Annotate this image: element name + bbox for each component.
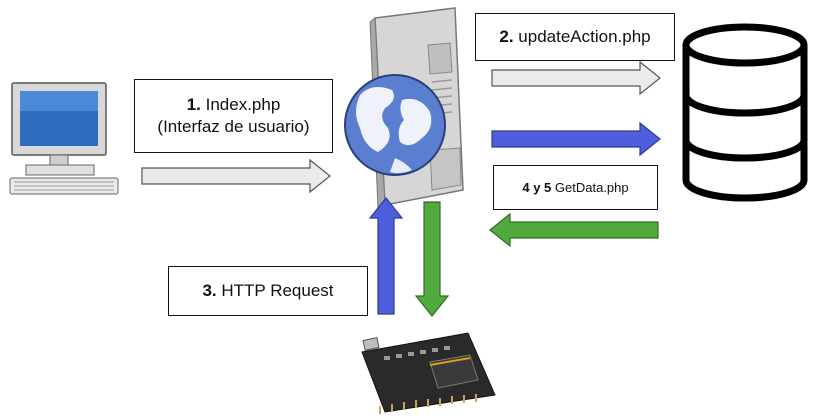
label-index-subtitle: (Interfaz de usuario) <box>157 117 310 136</box>
arrow-db-to-server <box>489 212 659 248</box>
label-update-number: 2. <box>499 27 514 46</box>
arrow-update-action <box>491 60 661 96</box>
label-http-text: HTTP Request <box>221 281 334 300</box>
label-getdata-number: 4 y 5 <box>522 179 552 195</box>
computer-icon <box>9 82 119 195</box>
microcontroller-board-icon <box>361 332 496 414</box>
label-update-action: 2. updateAction.php <box>475 13 675 61</box>
database-icon <box>682 23 808 202</box>
label-index-number: 1. <box>186 95 201 114</box>
globe-icon <box>344 74 446 176</box>
label-http-number: 3. <box>202 281 217 300</box>
label-update-text: updateAction.php <box>518 27 651 46</box>
arrow-index-request <box>141 158 331 194</box>
arrow-server-to-board <box>414 201 450 317</box>
arrow-server-to-db <box>491 121 661 157</box>
label-getdata: 4 y 5 GetData.php <box>493 165 658 210</box>
label-index: 1. Index.php (Interfaz de usuario) <box>134 79 333 153</box>
arrow-board-to-server <box>368 197 404 315</box>
label-getdata-text: GetData.php <box>554 179 629 195</box>
label-http-request: 3. HTTP Request <box>168 266 368 316</box>
label-index-text: Index.php <box>205 95 281 114</box>
